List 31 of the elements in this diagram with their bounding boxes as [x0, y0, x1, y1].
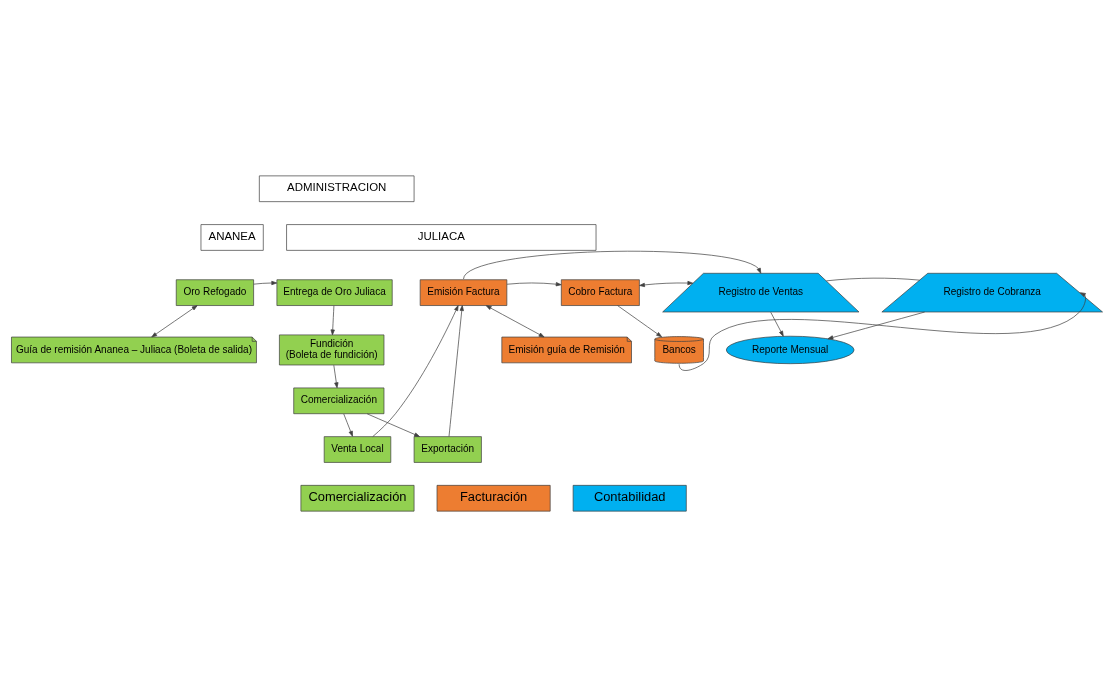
node-box: Entrega de Oro Juliaca: [276, 279, 393, 306]
arrow: [448, 305, 464, 437]
node-box: Cobro Factura: [560, 279, 640, 306]
arrow: [333, 364, 339, 389]
arrow: [372, 305, 459, 437]
arrow: [343, 413, 353, 437]
connector: [826, 277, 920, 282]
node-box: ADMINISTRACION: [258, 175, 415, 202]
node-box: Venta Local: [323, 436, 392, 463]
node-box: Contabilidad: [572, 484, 687, 512]
arrow: [617, 305, 662, 338]
node-box: ANANEA: [200, 224, 264, 251]
arrow: [151, 305, 198, 338]
arrow: [827, 311, 925, 340]
arrow: [330, 305, 335, 336]
node-box: Comercialización: [293, 387, 385, 415]
arrow: [639, 280, 694, 288]
arrow: [485, 305, 545, 338]
node-box: Oro Refogado: [175, 279, 254, 306]
arrow: [506, 282, 562, 287]
arrow: [366, 413, 420, 437]
arrow: [253, 280, 278, 286]
arrow: [678, 292, 1086, 371]
arrow: [770, 311, 784, 337]
node-box: Fundición (Boleta de fundición): [279, 334, 385, 366]
node-box: JULIACA: [286, 224, 597, 251]
arrow: [463, 250, 762, 280]
node-box: Exportación: [413, 436, 482, 463]
node-box: Comercialización: [300, 484, 415, 512]
node-box: Emisión Factura: [419, 279, 508, 306]
node-box: Facturación: [436, 484, 551, 512]
